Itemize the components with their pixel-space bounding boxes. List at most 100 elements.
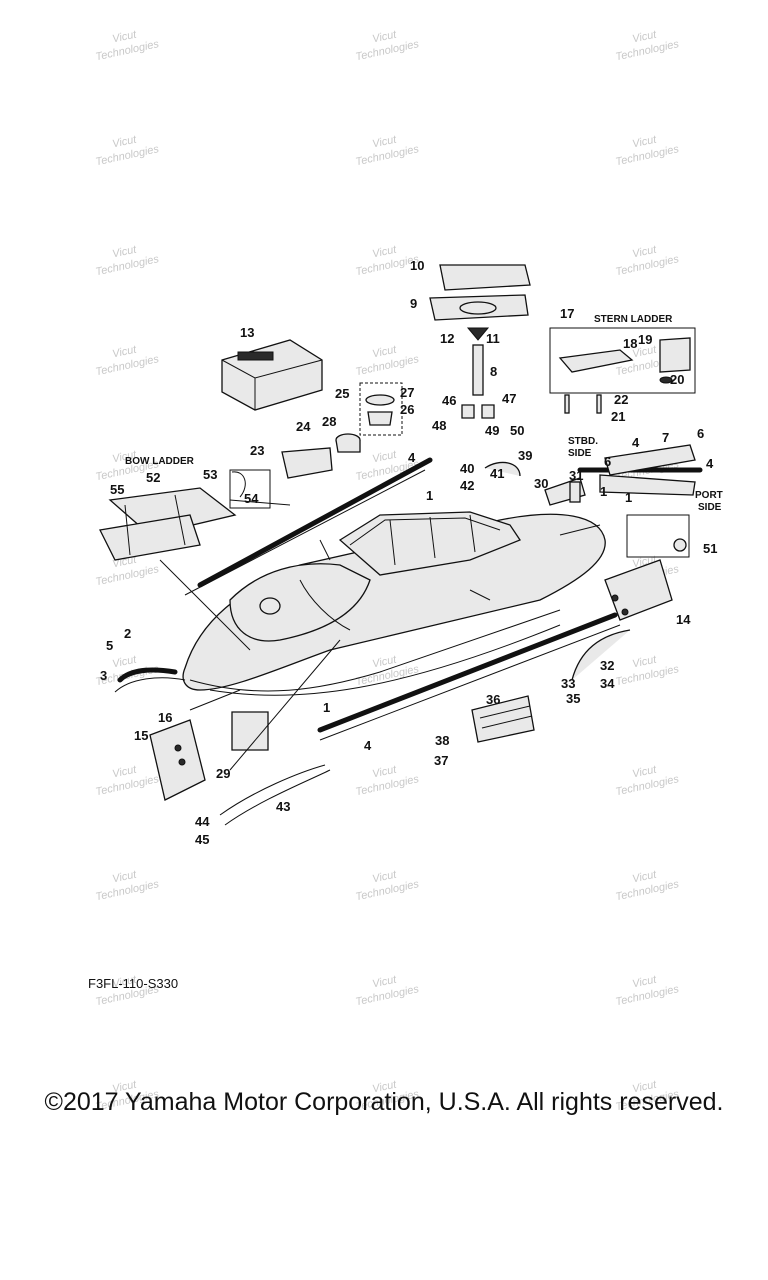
watermark-line1: Vicut bbox=[371, 243, 398, 260]
net-and-guard bbox=[471, 629, 631, 743]
callout-6b: 6 bbox=[604, 454, 611, 469]
callout-4d: 4 bbox=[364, 738, 372, 753]
callout-5: 5 bbox=[106, 638, 113, 653]
callout-23: 23 bbox=[250, 443, 264, 458]
callout-50: 50 bbox=[510, 423, 524, 438]
callout-32: 32 bbox=[600, 658, 614, 673]
callout-40: 40 bbox=[460, 461, 474, 476]
bow-ladder bbox=[99, 469, 271, 561]
watermark-line1: Vicut bbox=[371, 28, 398, 45]
diagram-code: F3FL-110-S330 bbox=[88, 976, 178, 991]
cooler bbox=[221, 339, 323, 411]
watermark-line1: Vicut bbox=[631, 28, 658, 45]
callout-53: 53 bbox=[203, 467, 217, 482]
callout-44: 44 bbox=[195, 814, 210, 829]
watermark-line1: Vicut bbox=[631, 763, 658, 780]
callout-29: 29 bbox=[216, 766, 230, 781]
watermark-line1: Vicut bbox=[631, 343, 658, 360]
callout-13: 13 bbox=[240, 325, 254, 340]
callout-16: 16 bbox=[158, 710, 172, 725]
stern-ladder bbox=[549, 327, 696, 414]
port-side-label-2: SIDE bbox=[698, 502, 722, 513]
callout-47: 47 bbox=[502, 391, 516, 406]
callout-36: 36 bbox=[486, 692, 500, 707]
watermark-line1: Vicut bbox=[371, 973, 398, 990]
callout-39: 39 bbox=[518, 448, 532, 463]
watermark-line1: Vicut bbox=[371, 448, 398, 465]
callout-22: 22 bbox=[614, 392, 628, 407]
bow-ladder-label: BOW LADDER bbox=[125, 456, 195, 467]
callout-55: 55 bbox=[110, 482, 124, 497]
watermark-line1: Vicut bbox=[371, 868, 398, 885]
stbd-side-label-2: SIDE bbox=[568, 448, 592, 459]
callout-46: 46 bbox=[442, 393, 456, 408]
callout-1d: 1 bbox=[323, 700, 330, 715]
callout-4a: 4 bbox=[632, 435, 640, 450]
callout-51: 51 bbox=[703, 541, 717, 556]
callout-35: 35 bbox=[566, 691, 580, 706]
watermark-line1: Vicut bbox=[631, 868, 658, 885]
callout-4b: 4 bbox=[706, 456, 714, 471]
callout-7: 7 bbox=[662, 430, 669, 445]
callout-54: 54 bbox=[244, 491, 259, 506]
callout-20: 20 bbox=[670, 372, 684, 387]
callout-48: 48 bbox=[432, 418, 446, 433]
callout-1c: 1 bbox=[426, 488, 433, 503]
callout-17: 17 bbox=[560, 306, 574, 321]
watermark-line1: Vicut bbox=[631, 973, 658, 990]
hull bbox=[182, 511, 606, 696]
callout-27: 27 bbox=[400, 385, 414, 400]
callout-numbers: 10 9 12 11 8 46 47 48 49 50 13 25 27 26 … bbox=[100, 258, 717, 847]
watermark-line1: Vicut bbox=[111, 133, 138, 150]
watermark-line1: Vicut bbox=[631, 133, 658, 150]
watermark-line1: Vicut bbox=[111, 868, 138, 885]
callout-21: 21 bbox=[611, 409, 625, 424]
callout-52: 52 bbox=[146, 470, 160, 485]
watermark-line1: Vicut bbox=[371, 763, 398, 780]
callout-41: 41 bbox=[490, 466, 504, 481]
callout-38: 38 bbox=[435, 733, 449, 748]
callout-42: 42 bbox=[460, 478, 474, 493]
watermark-line1: Vicut bbox=[371, 343, 398, 360]
watermark-line1: Vicut bbox=[111, 653, 138, 670]
callout-18: 18 bbox=[623, 336, 637, 351]
callout-30: 30 bbox=[534, 476, 548, 491]
seat-cushion-parts bbox=[429, 264, 531, 419]
callout-25: 25 bbox=[335, 386, 349, 401]
callout-10: 10 bbox=[410, 258, 424, 273]
callout-34: 34 bbox=[600, 676, 615, 691]
watermark-line1: Vicut bbox=[631, 1078, 658, 1095]
callout-31: 31 bbox=[569, 468, 583, 483]
callout-19: 19 bbox=[638, 332, 652, 347]
watermark-line1: Vicut bbox=[111, 243, 138, 260]
watermark-line1: Vicut bbox=[631, 653, 658, 670]
callout-33: 33 bbox=[561, 676, 575, 691]
callout-1b: 1 bbox=[625, 490, 632, 505]
callout-1a: 1 bbox=[600, 484, 607, 499]
callout-26: 26 bbox=[400, 402, 414, 417]
port-side-label-1: PORT bbox=[695, 490, 723, 501]
copyright-notice: ©2017 Yamaha Motor Corporation, U.S.A. A… bbox=[44, 1088, 724, 1116]
callout-8: 8 bbox=[490, 364, 497, 379]
watermark-line1: Vicut bbox=[111, 28, 138, 45]
callout-37: 37 bbox=[434, 753, 448, 768]
watermark-line1: Vicut bbox=[111, 763, 138, 780]
callout-14: 14 bbox=[676, 612, 691, 627]
